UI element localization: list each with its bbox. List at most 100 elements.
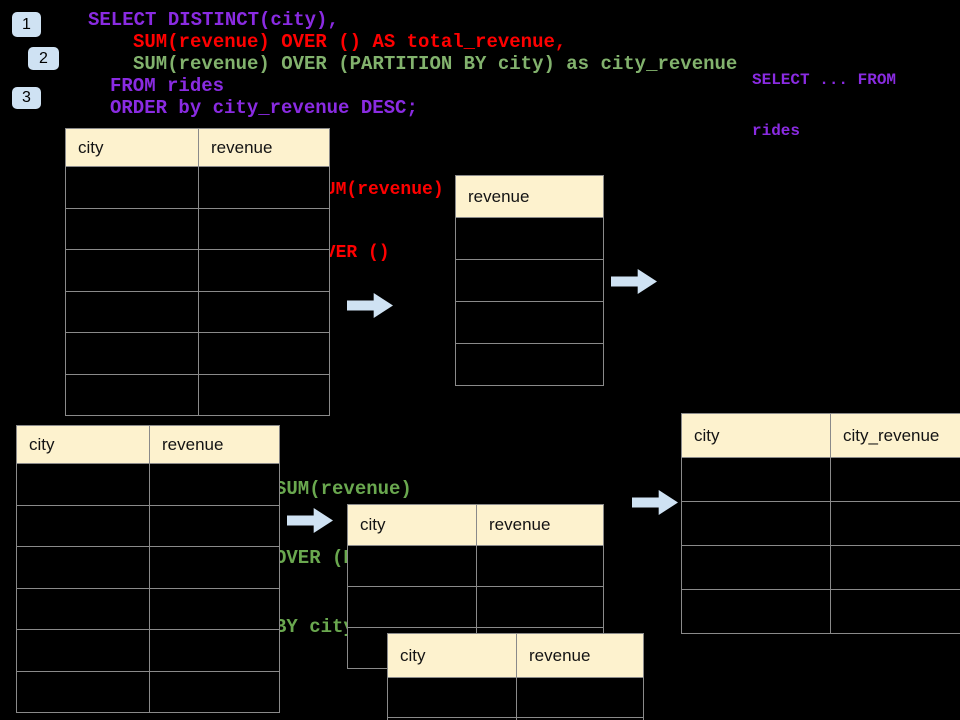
table-row [65,207,330,250]
table-row [16,670,280,713]
column-header: revenue [149,425,280,464]
table-cell [198,332,330,375]
step-badge-3: 3 [12,87,41,109]
table-row [65,373,330,416]
table-cell [455,259,604,302]
sql-line-sum-partition: SUM(revenue) OVER (PARTITION BY city) as… [133,53,738,75]
column-header: revenue [455,175,604,218]
table-row [347,586,604,628]
table-cell [65,207,199,250]
table-cell [16,629,150,672]
sql-line-order-by: ORDER by city_revenue DESC; [110,97,418,119]
table-row [455,301,604,344]
table-cell [830,589,960,634]
column-header: revenue [198,128,330,167]
table-row [455,343,604,386]
table-cell [198,166,330,209]
table-cell [149,629,280,672]
table-cell [681,545,831,590]
table-total-revenue: revenue [455,175,604,386]
table-cell [830,545,960,590]
annotation-total-revenue: SUM(revenue) OVER () [314,138,444,306]
annotation-total-revenue-line-2: OVER () [314,243,390,263]
sql-line-select: SELECT DISTINCT(city), [88,9,339,31]
table-cell [830,457,960,502]
table-cell [149,670,280,713]
table-cell [681,501,831,546]
annotation-partition-line-1: SUM(revenue) [275,478,412,500]
table-cell [149,546,280,589]
table-row [387,717,644,720]
table-cell [681,589,831,634]
table-cell [65,332,199,375]
table-row [681,501,960,546]
table-cell [830,501,960,546]
side-note-select-from-rides: SELECT ... FROM rides [752,38,896,174]
sql-line-sum-over: SUM(revenue) OVER () AS total_revenue, [133,31,567,53]
table-cell [198,373,330,416]
table-cell [16,670,150,713]
table-header-row: revenue [455,175,604,218]
table-cell [455,217,604,260]
column-header: revenue [516,633,644,678]
table-cell [476,586,604,628]
table-cell [198,249,330,292]
column-header: city [347,504,477,546]
column-header: city [681,413,831,458]
table-cell [65,373,199,416]
table-cell [149,587,280,630]
step-badge-2: 2 [28,47,59,70]
table-row [16,546,280,589]
table-cell [16,587,150,630]
table-row [65,249,330,292]
table-cell [347,545,477,587]
side-note-line-2: rides [752,122,801,140]
table-row [681,457,960,502]
table-row [65,290,330,333]
table-row [455,217,604,260]
table-cell [198,290,330,333]
table-row [387,677,644,718]
right-arrow-icon-to-final-table [632,490,678,515]
right-arrow-icon-from-total-table [611,269,657,294]
column-header: city_revenue [830,413,960,458]
table-row [681,589,960,634]
table-cell [16,546,150,589]
table-cell [455,301,604,344]
table-row [16,504,280,547]
table-cell [455,343,604,386]
table-cell [65,290,199,333]
column-header: city [16,425,150,464]
table-cell [198,207,330,250]
sql-line-from: FROM rides [110,75,225,97]
column-header: city [387,633,517,678]
table-row [681,545,960,590]
table-row [16,463,280,506]
side-note-line-1: SELECT ... FROM [752,71,897,89]
table-cell [16,463,150,506]
table-row [455,259,604,302]
table-cell [149,463,280,506]
table-cell [681,457,831,502]
column-header: city [65,128,199,167]
table-cell [516,677,644,718]
table-row [65,332,330,375]
table-row [65,166,330,209]
table-cell [65,249,199,292]
table-cell [476,545,604,587]
table-cell [516,717,644,720]
table-cell [347,586,477,628]
table-cell [16,504,150,547]
table-cell [149,504,280,547]
column-header: revenue [476,504,604,546]
step-badge-1: 1 [12,12,41,37]
